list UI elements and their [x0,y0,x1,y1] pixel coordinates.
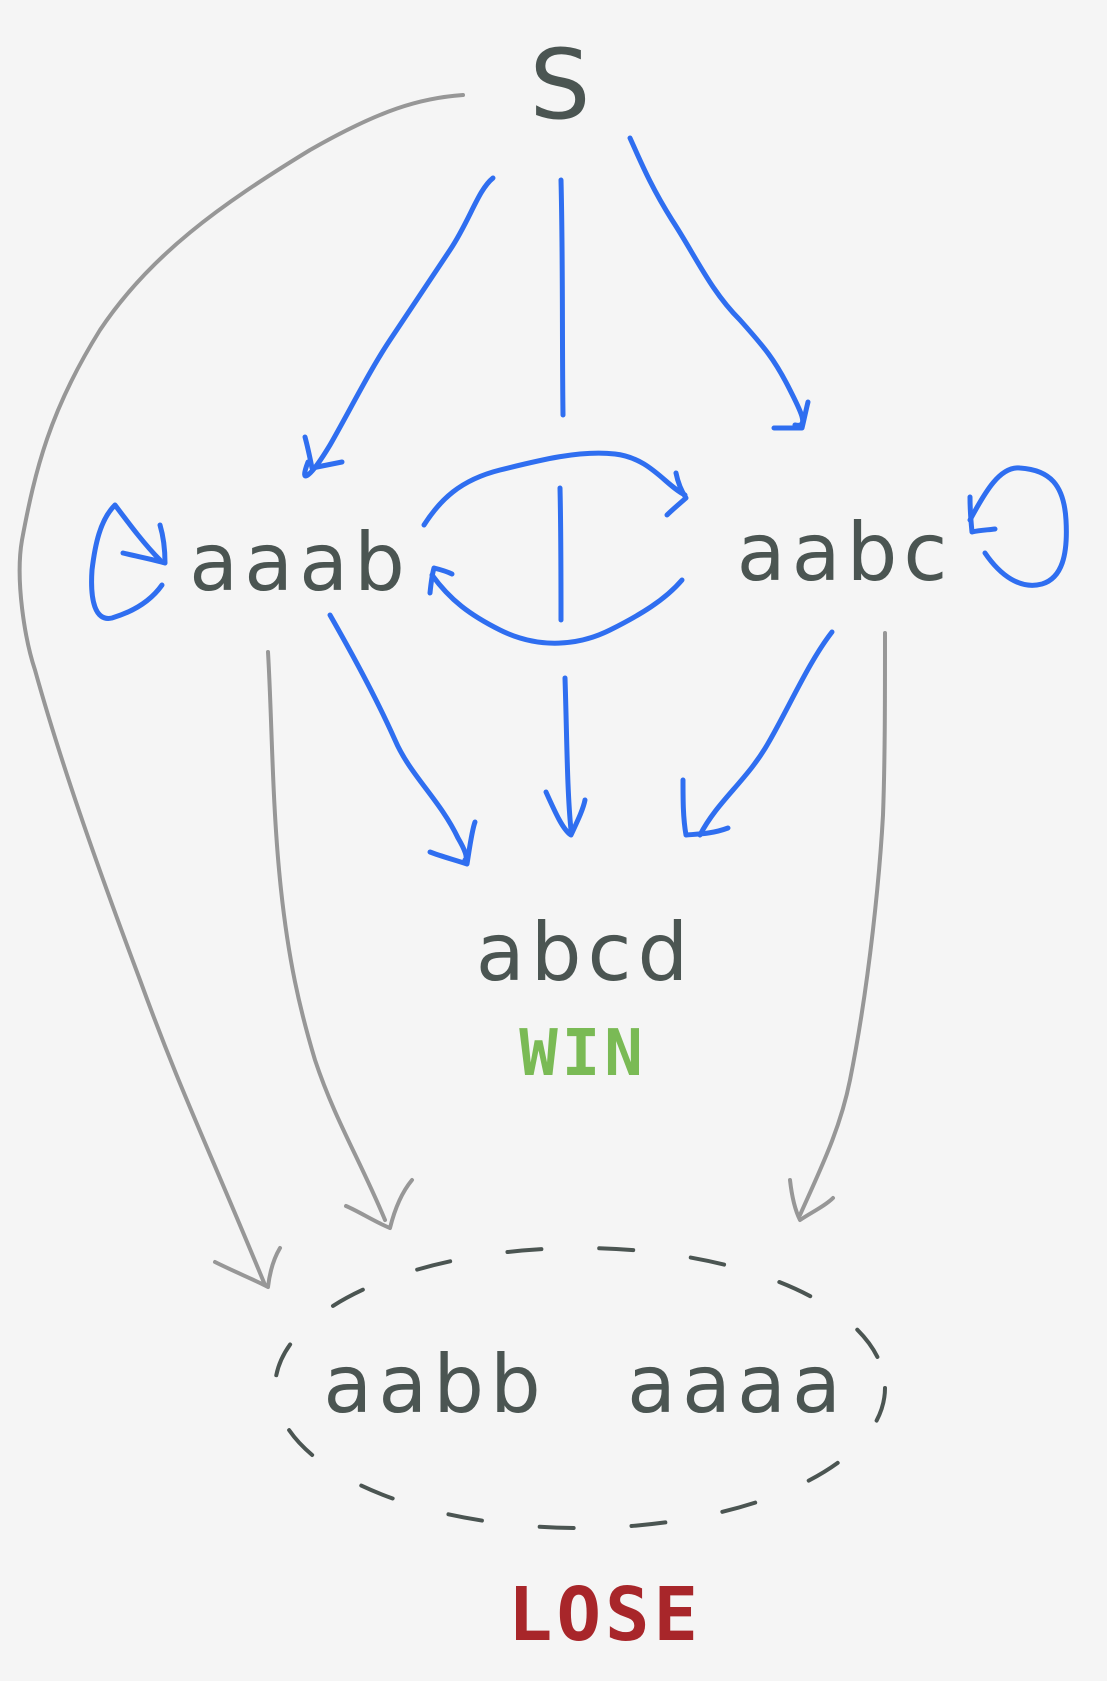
self-loop-aaab [89,502,165,621]
start-state-label: S [530,29,591,141]
edge-aaab-to-aabc [421,450,688,528]
arrowhead-aabc-to-abcd [680,777,731,838]
edge-aabc-to-lose [798,631,887,1217]
edge-aaab-to-abcd [327,612,469,863]
arrowhead-middle-to-abcd [543,789,588,838]
edge-aabc-to-aaab [429,572,685,646]
lose-group-boundary [273,1246,887,1530]
state-abcd-label: abcd [476,906,695,999]
edge-middle-divider [557,485,564,623]
arrowhead-aabc-to-lose [788,1178,835,1222]
edge-middle-to-abcd [562,675,574,833]
arrowhead-self-loop-aaab [120,522,168,566]
arrowhead-self-loop-aabc [967,494,998,535]
arrowhead-s-to-aabc [771,399,811,431]
self-loop-aabc [967,465,1069,588]
arrowhead-aaab-to-lose [344,1178,414,1230]
edge-s-to-middle [558,177,566,418]
edge-aaab-to-lose [266,650,387,1222]
transitions [89,135,1069,867]
state-aabc-label: aabc [737,506,954,599]
edge-s-to-lose [17,93,465,1287]
edge-s-to-aaab [302,175,496,479]
arrowhead-aaab-to-abcd [427,819,478,867]
lose-tag: LOSE [508,1572,702,1658]
state-aabb-label: aabb [323,1338,547,1431]
edge-aabc-to-abcd [697,629,835,838]
arrowhead-aaab-to-aabc [664,470,689,518]
state-aaab-label: aaab [189,516,411,609]
arrowhead-aabc-to-aaab [427,565,455,596]
win-tag: WIN [519,1017,647,1091]
state-aaaa-label: aaaa [627,1338,847,1431]
arrowhead-s-to-aaab [302,434,345,471]
edge-s-to-aabc [627,135,806,428]
arrowhead-s-to-lose [213,1246,282,1289]
lose-transitions [17,93,887,1289]
